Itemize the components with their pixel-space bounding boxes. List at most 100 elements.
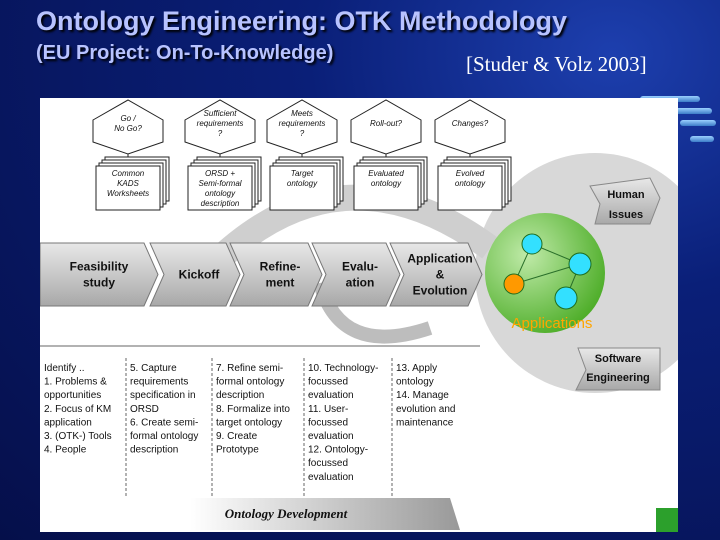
step-text: 3. (OTK-) Tools <box>44 431 112 442</box>
step-text: evaluation <box>308 472 354 483</box>
decision-text: Go / <box>120 114 136 123</box>
step-text: application <box>44 417 92 428</box>
step-text: 8. Formalize into <box>216 404 290 415</box>
document-text: Worksheets <box>107 189 149 198</box>
footer-label: Ontology Development <box>225 506 348 521</box>
step-text: 12. Ontology- <box>308 445 368 456</box>
step-text: evaluation <box>308 431 354 442</box>
step-text: 7. Refine semi- <box>216 363 283 374</box>
application-nodes <box>503 233 592 310</box>
footer-gradient <box>190 498 460 530</box>
slide-title: Ontology Engineering: OTK Methodology <box>36 6 567 36</box>
phase-chevron <box>389 242 483 307</box>
step-text: 6. Create semi- <box>130 417 198 428</box>
document-text: Evolved <box>456 169 485 178</box>
document-page <box>437 165 503 211</box>
step-text: specification in <box>130 390 196 401</box>
cycle-arrow-top <box>200 184 498 278</box>
document-text: Semi-formal <box>198 179 241 188</box>
phase-text: ation <box>346 276 375 290</box>
step-text: evolution and <box>396 404 456 415</box>
software-engineering-arrow <box>575 347 661 391</box>
decor-bar-2 <box>660 108 712 114</box>
human-issues-line1: Human <box>607 189 645 201</box>
document-text: ontology <box>371 179 402 188</box>
step-text: Identify .. <box>44 363 85 374</box>
step-text: 4. People <box>44 445 87 456</box>
document-text: ORSD + <box>205 169 235 178</box>
phase-text: Evalu- <box>342 260 378 274</box>
phase-text: & <box>436 268 445 282</box>
human-issues-arrow <box>589 177 661 225</box>
decision-shape <box>266 99 338 155</box>
application-node <box>503 273 525 295</box>
step-text: description <box>216 390 264 401</box>
decision-text: Roll-out? <box>370 119 403 128</box>
step-text: description <box>130 445 178 456</box>
step-text: formal ontology <box>130 431 198 442</box>
decision-text: requirements <box>197 119 244 128</box>
document-page <box>269 165 335 211</box>
citation: [Studer & Volz 2003] <box>466 52 647 76</box>
step-text: 5. Capture <box>130 363 177 374</box>
step-text: maintenance <box>396 417 454 428</box>
phase-row: Feasibility study Kickoff Refine-ment Evalu-… <box>40 242 483 307</box>
phase-chevron <box>40 242 159 307</box>
phase-text: Application <box>407 252 472 266</box>
step-text: 2. Focus of KM <box>44 404 111 415</box>
application-node <box>554 286 578 310</box>
decor-bar-4 <box>690 136 714 142</box>
decision-shape <box>184 99 256 155</box>
phase-text: Feasibility <box>70 260 129 274</box>
step-text: requirements <box>130 377 188 388</box>
decision-shape <box>92 99 164 155</box>
step-text: 1. Problems & <box>44 377 107 388</box>
document-page <box>187 165 253 211</box>
step-text: ontology <box>396 377 434 388</box>
footer-green-block <box>656 508 678 532</box>
decision-text: Meets <box>291 109 313 118</box>
document-text: Target <box>291 169 314 178</box>
document-page <box>95 165 161 211</box>
application-node <box>521 233 543 255</box>
phase-chevron <box>149 242 241 307</box>
step-text: Prototype <box>216 445 259 456</box>
decision-text: Changes? <box>452 119 489 128</box>
phase-text: Refine- <box>260 260 301 274</box>
step-text: focussed <box>308 458 348 469</box>
decision-shape <box>350 99 422 155</box>
decision-text: ? <box>300 129 305 138</box>
document-text: ontology <box>205 189 236 198</box>
step-text: focussed <box>308 377 348 388</box>
document-text: ontology <box>455 179 486 188</box>
methodology-svg: Go /No Go?Sufficientrequirements?Meetsre… <box>40 99 678 532</box>
software-engineering-line1: Software <box>595 353 641 365</box>
decor-bar-3 <box>680 120 716 126</box>
decision-row: Go /No Go?Sufficientrequirements?Meetsre… <box>92 99 506 164</box>
phase-text: study <box>83 276 115 290</box>
step-text: evaluation <box>308 390 354 401</box>
step-text: opportunities <box>44 390 101 401</box>
document-page <box>353 165 419 211</box>
phase-text: ment <box>266 276 295 290</box>
step-text: focussed <box>308 417 348 428</box>
phase-text: Evolution <box>413 284 468 298</box>
document-text: Common <box>112 169 145 178</box>
phase-chevron <box>229 242 323 307</box>
phase-chevron <box>311 242 401 307</box>
human-issues-line2: Issues <box>609 209 643 221</box>
step-text: target ontology <box>216 417 282 428</box>
step-text: 10. Technology- <box>308 363 378 374</box>
decision-text: ? <box>218 129 223 138</box>
application-node <box>568 252 592 276</box>
applications-label: Applications <box>512 315 593 332</box>
software-engineering-line2: Engineering <box>586 372 650 384</box>
step-text: 11. User- <box>308 404 348 415</box>
decision-text: requirements <box>279 119 326 128</box>
document-text: KADS <box>117 179 139 188</box>
step-text: 14. Manage <box>396 390 449 401</box>
decision-text: Sufficient <box>204 109 238 118</box>
phase-text: Kickoff <box>179 268 221 282</box>
slide-subtitle: (EU Project: On-To-Knowledge) <box>36 42 334 64</box>
